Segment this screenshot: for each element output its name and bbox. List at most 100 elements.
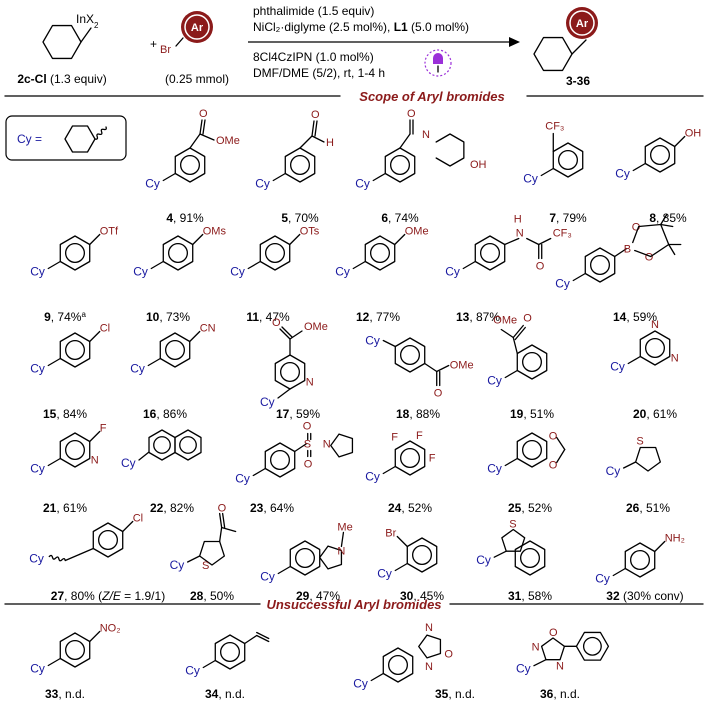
oxadiazole-oxygen-label: O — [444, 649, 453, 661]
cy-label: Cy — [445, 265, 460, 279]
oxadiazole-oxygen-label: O — [549, 627, 558, 639]
condition-line: 8Cl4CzIPN (1.0 mol%) — [253, 50, 374, 64]
compound-caption: 24, 52% — [388, 501, 432, 515]
compound-caption: 23, 64% — [250, 501, 294, 515]
compound-caption: 14, 59% — [613, 310, 657, 324]
hydrogen-label: H — [326, 137, 334, 149]
product-ar-text: Ar — [576, 18, 589, 30]
compound-caption: 19, 51% — [510, 407, 554, 421]
product-label: 3-36 — [566, 74, 590, 88]
compound-caption: 25, 52% — [508, 501, 552, 515]
compound-caption: 15, 84% — [43, 407, 87, 421]
fluoro-label: F — [429, 453, 436, 465]
unsuccessful-header: Unsuccessful Aryl bromides — [4, 597, 704, 612]
methoxy-label: OMe — [216, 135, 240, 147]
compound-caption: 11, 47% — [246, 310, 290, 324]
compound-caption: 10, 73% — [146, 310, 190, 324]
fluoro-label: F — [100, 423, 107, 435]
compound-caption: 16, 86% — [143, 407, 187, 421]
methoxy-label: OMe — [493, 315, 517, 327]
cy-label: Cy — [487, 462, 502, 476]
sulfur-label: S — [202, 560, 209, 572]
compound-15: Cy Cl 15, 84% — [30, 323, 110, 422]
chloro-label: Cl — [133, 513, 143, 525]
cy-label: Cy — [121, 456, 136, 470]
cy-label: Cy — [29, 552, 44, 566]
cy-label: Cy — [30, 362, 45, 376]
compound-22: Cy 22, 82% — [121, 429, 202, 515]
nitrogen-label: N — [516, 228, 524, 240]
bromo-label: Br — [385, 528, 396, 540]
compound-caption: 8, 85% — [649, 211, 687, 225]
oxadiazole-nitrogen-label: N — [425, 661, 433, 673]
oxygen-label: O — [632, 222, 641, 234]
cy-label: Cy — [377, 567, 392, 581]
cy-label: Cy — [145, 177, 160, 191]
oxygen-label: O — [303, 421, 312, 433]
unsuccessful-title: Unsuccessful Aryl bromides — [266, 597, 441, 612]
scope-title: Scope of Aryl bromides — [359, 89, 504, 104]
cyano-label: CN — [200, 323, 216, 335]
nitro-label: NO₂ — [100, 623, 121, 635]
condition-line: phthalimide (1.5 equiv) — [253, 4, 374, 18]
cy-label: Cy — [260, 570, 275, 584]
plus-sign: + — [150, 37, 157, 51]
cy-label: Cy — [365, 470, 380, 484]
tosylate-label: OTs — [300, 226, 320, 238]
cy-label: Cy — [185, 664, 200, 678]
cy-label: Cy — [523, 172, 538, 186]
compound-caption: 32 (30% conv) — [606, 589, 683, 603]
compound-caption: 35, n.d. — [435, 687, 475, 701]
compound-caption: 4, 91% — [166, 211, 204, 225]
compound-caption: 26, 51% — [626, 501, 670, 515]
compound-caption: 12, 77% — [356, 310, 400, 324]
oxygen-label: O — [645, 252, 654, 264]
methoxy-label: OMe — [450, 360, 474, 372]
pyridine-nitrogen-label: N — [306, 377, 314, 389]
oxadiazole-nitrogen-label: N — [425, 622, 433, 634]
compound-caption: 7, 79% — [549, 211, 587, 225]
oxygen-label: O — [304, 459, 313, 471]
nh-hydrogen-label: H — [514, 214, 522, 226]
lamp-icon — [424, 49, 452, 77]
chloro-label: Cl — [100, 323, 110, 335]
methoxy-label: OMe — [304, 321, 328, 333]
oxygen-label: O — [311, 109, 320, 121]
cy-label: Cy — [555, 277, 570, 291]
compound-caption: 6, 74% — [381, 211, 419, 225]
compound-caption: 33, n.d. — [45, 687, 85, 701]
cy-label: Cy — [476, 553, 491, 567]
sulfur-label: S — [636, 435, 643, 447]
cy-label: Cy — [130, 362, 145, 376]
pyridine-nitrogen-label: N — [91, 455, 99, 467]
compound-caption: 18, 88% — [396, 407, 440, 421]
oxadiazole-nitrogen-label: N — [556, 661, 564, 673]
cy-definition-box: Cy = — [5, 115, 127, 161]
hydroxyl-label: OH — [685, 128, 702, 140]
cy-label: Cy — [170, 558, 185, 572]
oxygen-label: O — [272, 317, 281, 329]
nitrogen-label: N — [323, 439, 331, 451]
pyrimidine-nitrogen-label: N — [671, 353, 679, 365]
compound-caption: 22, 82% — [150, 501, 194, 515]
cy-label: Cy — [615, 167, 630, 181]
cy-label: Cy — [610, 360, 625, 374]
compound-caption: 9, 74%a — [44, 310, 86, 325]
ar-badge-text: Ar — [191, 22, 204, 34]
oxygen-label: O — [536, 261, 545, 273]
compound-caption: 28, 50% — [190, 589, 234, 603]
